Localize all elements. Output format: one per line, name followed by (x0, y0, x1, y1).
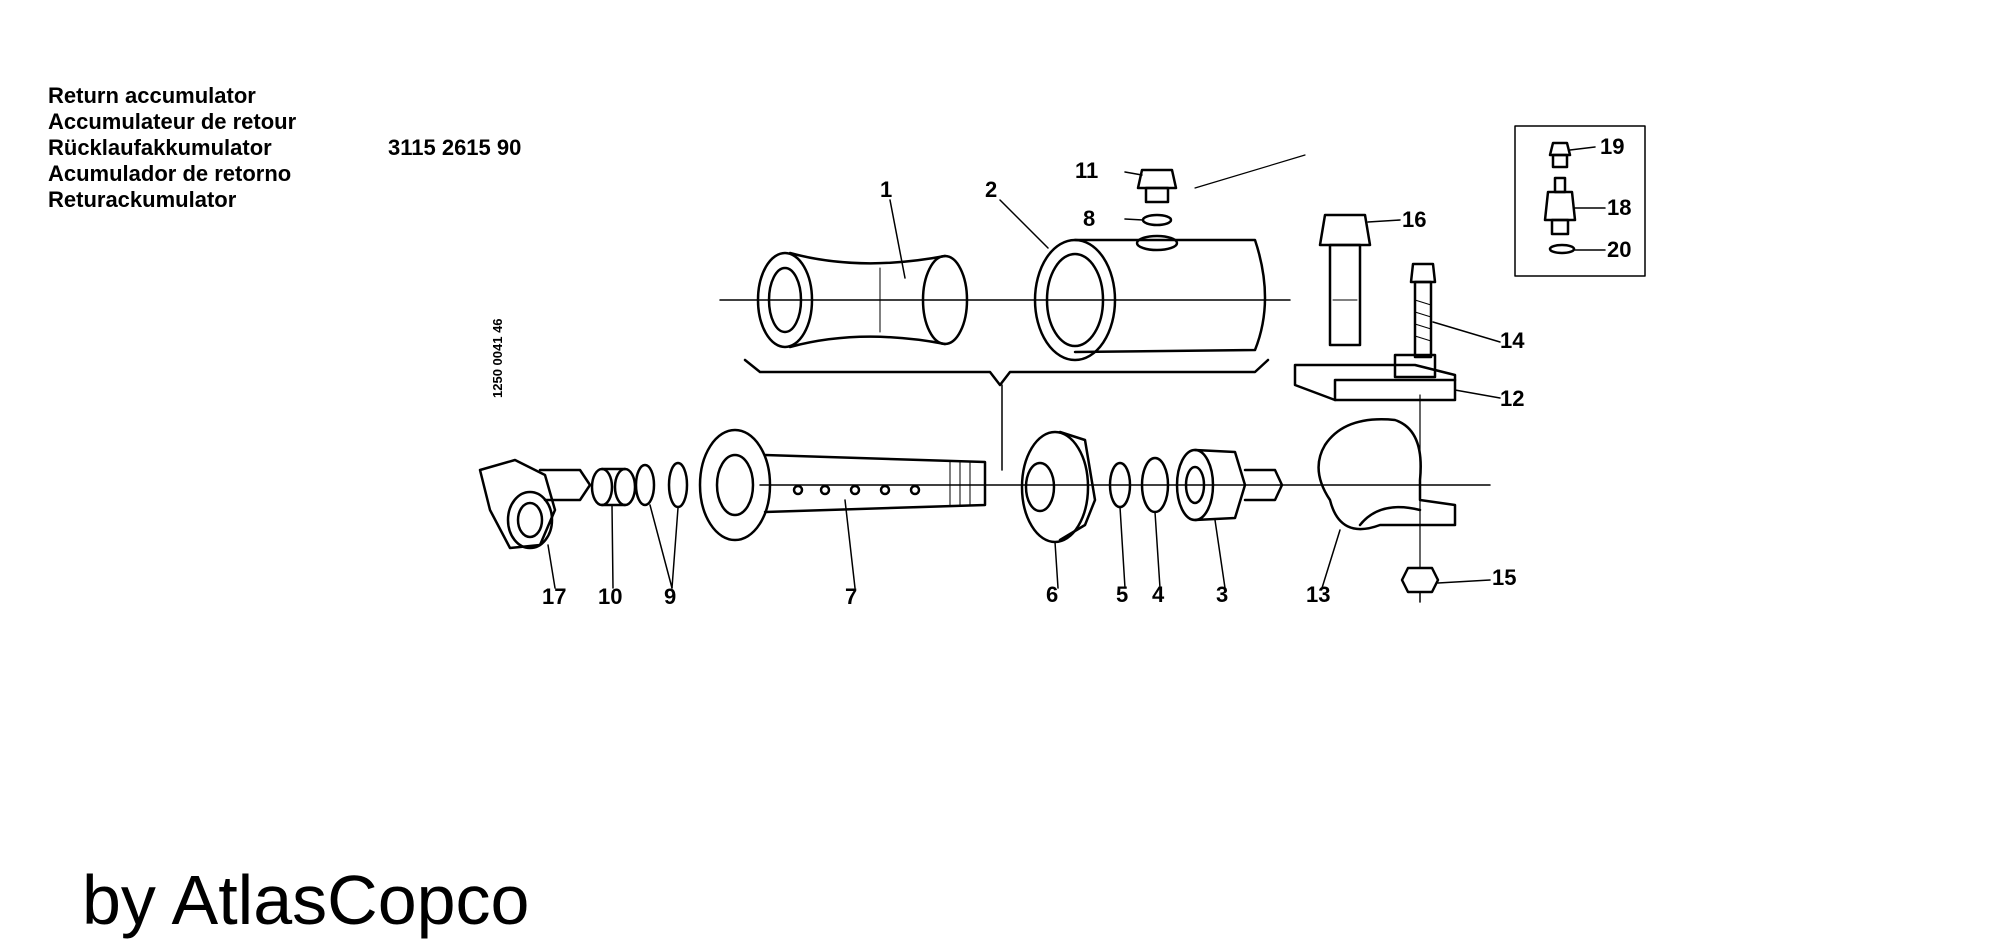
part-9-o-rings (634, 461, 689, 509)
part-16-bolt (1318, 213, 1372, 347)
part-13-clamp-band (1317, 418, 1457, 531)
part-10-bushing (590, 467, 637, 507)
assembly-bracket (743, 358, 1270, 387)
callout-9: 9 (664, 584, 676, 609)
part-18-valve (1543, 176, 1577, 236)
inset-box (1514, 125, 1646, 277)
callout-11: 11 (1075, 158, 1098, 183)
callout-1: 1 (880, 177, 892, 202)
part-14-screw (1409, 262, 1437, 359)
part-7-perforated-tube (698, 428, 987, 542)
part-15-nut (1400, 566, 1440, 603)
leader-lines (547, 146, 1606, 589)
callout-6: 6 (1046, 582, 1058, 607)
part-number: 3115 2615 90 (388, 135, 522, 160)
callout-3: 3 (1216, 582, 1228, 607)
part-12-clamp-plate (1293, 353, 1457, 402)
callout-7: 7 (845, 584, 857, 609)
part-19-cap (1548, 141, 1572, 169)
part-1-liner (756, 251, 969, 349)
part-11-plug (1136, 168, 1178, 204)
watermark: by AtlasCopco (82, 861, 530, 939)
callout-8: 8 (1083, 206, 1095, 231)
title-block: Return accumulator Accumulateur de retou… (48, 83, 296, 213)
callout-20: 20 (1607, 237, 1631, 262)
part-6-nut (1020, 430, 1097, 544)
callout-19: 19 (1600, 134, 1624, 159)
callout-18: 18 (1607, 195, 1631, 220)
title-french: Accumulateur de retour (48, 109, 297, 134)
callout-labels: 1 2 3 4 5 6 7 8 9 10 11 12 13 14 15 16 1… (542, 134, 1631, 609)
part-8-washer (1141, 213, 1173, 227)
title-english: Return accumulator (48, 83, 256, 108)
part-20-seal (1548, 243, 1576, 255)
callout-16: 16 (1402, 207, 1426, 232)
part-2-cylinder (1033, 234, 1267, 362)
part-3-union (1175, 448, 1284, 522)
callout-13: 13 (1306, 582, 1330, 607)
callout-2: 2 (985, 177, 997, 202)
title-swedish: Returackumulator (48, 187, 237, 212)
callout-5: 5 (1116, 582, 1128, 607)
part-17-elbow (478, 458, 592, 550)
callout-4: 4 (1152, 582, 1165, 607)
callout-15: 15 (1492, 565, 1516, 590)
title-german: Rücklaufakkumulator (48, 135, 272, 160)
callout-12: 12 (1500, 386, 1524, 411)
callout-10: 10 (598, 584, 622, 609)
leader-diagonal (1194, 154, 1306, 189)
title-spanish: Acumulador de retorno (48, 161, 292, 186)
callout-17: 17 (542, 584, 566, 609)
callout-14: 14 (1500, 328, 1525, 353)
